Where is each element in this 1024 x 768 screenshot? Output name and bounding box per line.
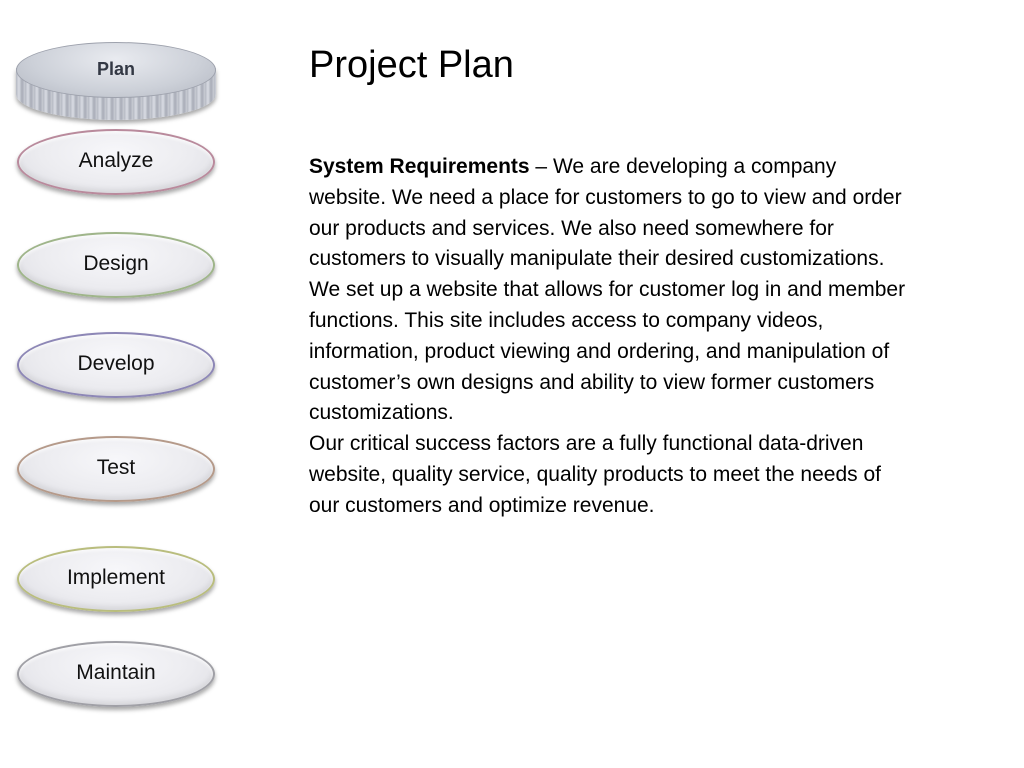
success-factors-paragraph: Our critical success factors are a fully… [309,432,881,517]
nav-item-analyze[interactable]: Analyze [17,129,215,195]
nav-item-develop[interactable]: Develop [17,332,215,398]
nav-item-design-label: Design [83,252,149,275]
nav-item-analyze-label: Analyze [78,149,154,172]
nav-item-maintain-label: Maintain [76,661,156,684]
requirements-text: – We are developing a company website. W… [309,155,906,425]
page-title: Project Plan [309,44,514,86]
nav-item-develop-label: Develop [77,352,155,375]
requirements-paragraph: System Requirements – We are developing … [309,152,909,429]
nav-item-maintain[interactable]: Maintain [17,641,215,707]
phase-navigation: Plan Analyze Design Develop Test Impleme… [0,0,240,768]
nav-item-implement[interactable]: Implement [17,546,215,612]
nav-item-plan-label: Plan [96,58,135,79]
content-body: System Requirements – We are developing … [309,152,909,522]
nav-item-design[interactable]: Design [17,232,215,298]
nav-item-test-label: Test [96,456,136,479]
nav-item-test[interactable]: Test [17,436,215,502]
plan-disc-top: Plan [16,42,216,98]
nav-item-implement-label: Implement [66,566,166,589]
nav-item-plan[interactable]: Plan [16,42,216,122]
requirements-term: System Requirements [309,155,530,178]
